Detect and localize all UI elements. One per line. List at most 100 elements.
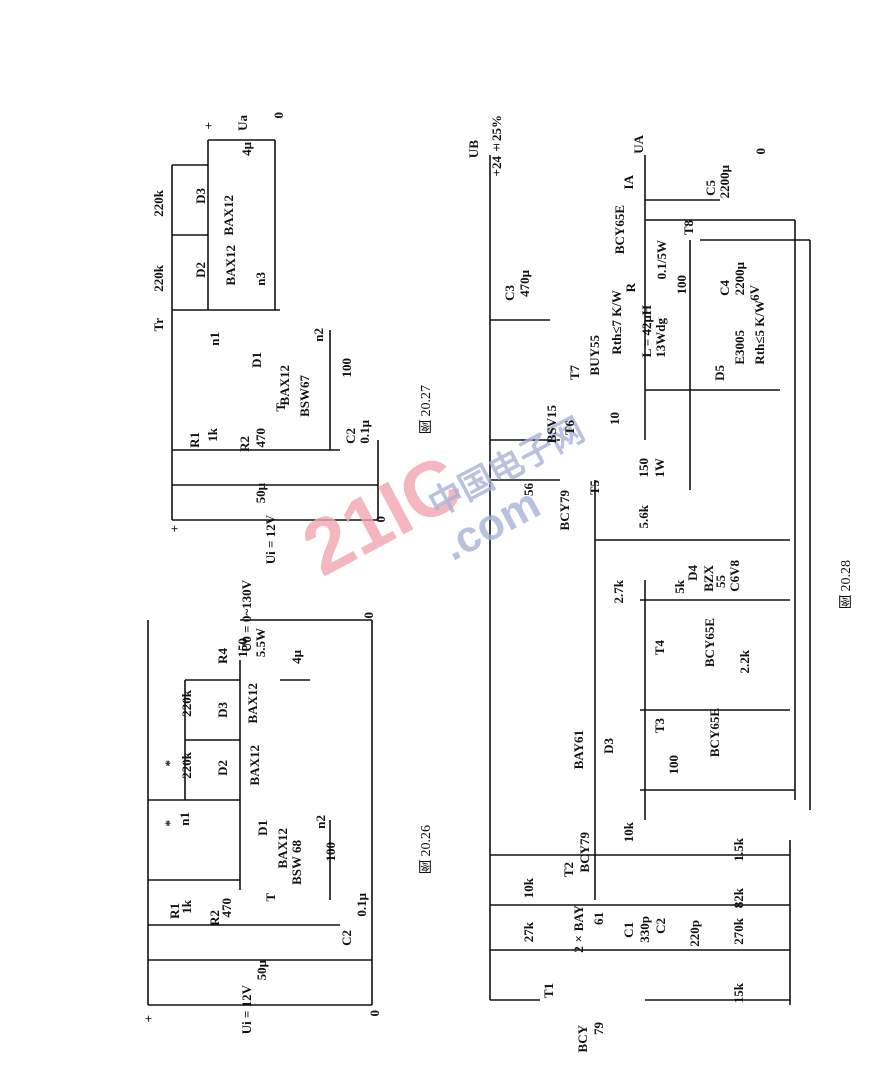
fig-20-28-component-label: 2200μ (717, 165, 732, 199)
fig-20-28-component-label: C1 (621, 922, 636, 938)
fig-20-28-component-label: D4 (685, 565, 700, 581)
fig-20-28-component-label: C4 (717, 280, 732, 296)
fig-20-27-component-label: 0 (373, 516, 388, 523)
fig-20-26-component-label: C2 (339, 930, 354, 946)
fig-20-28-component-label: BCY79 (577, 832, 592, 873)
fig-20-27-component-label: 0 (271, 112, 286, 119)
fig-20-26-component-label: + (141, 1015, 156, 1023)
fig-20-27-component-label: 100 (339, 358, 354, 378)
fig-20-26-component-label: 1k (179, 900, 194, 914)
fig-20-27-component-label: n2 (311, 328, 326, 342)
fig-20-26-component-label: 4μ (289, 650, 304, 664)
fig-20-26-component-label: T (263, 893, 278, 902)
fig-20-26-component-label: 50μ (254, 960, 269, 981)
fig-20-27-component-label: 220k (151, 190, 166, 217)
figure-caption-20-28: 图 20.28 (839, 560, 854, 609)
fig-20-26-component-label: 470 (219, 898, 234, 918)
fig-20-28-component-label: 56 (521, 483, 536, 496)
fig-20-28-component-label: T3 (652, 718, 667, 734)
fig-20-28-component-label: 2.7k (611, 580, 626, 604)
fig-20-27-component-label: Ua (235, 115, 250, 131)
fig-20-28-component-label: BCY65E (702, 618, 717, 668)
fig-20-28-component-label: 220p (687, 920, 702, 947)
fig-20-27-component-label: 0.1μ (357, 420, 372, 444)
fig-20-28-component-label: C5 (703, 180, 718, 196)
fig-20-28-component-label: R (623, 283, 638, 293)
fig-20-27-component-label: C2 (343, 428, 358, 444)
fig-20-27-component-label: D2 (193, 262, 208, 278)
fig-20-26-component-label: R4 (215, 648, 230, 664)
fig-20-26-component-label: n2 (313, 815, 328, 829)
fig-20-26-component-label: U0 = 0~130V (239, 580, 254, 652)
fig-20-28-component-label: 1.5k (731, 838, 746, 862)
fig-20-26-component-label: 220k (179, 752, 194, 779)
fig-20-28-component-label: T2 (561, 862, 576, 878)
figure-caption-20-27: 图 20.27 (419, 385, 434, 434)
fig-20-28-component-label: 5.6k (636, 505, 651, 529)
fig-20-27-component-label: BAX12 (223, 245, 238, 286)
fig-20-28-component-label: 6V (747, 285, 762, 301)
fig-20-28-component-label: L = 42μH (639, 305, 654, 358)
fig-20-27-component-label: R2 (237, 436, 252, 452)
fig-20-26-component-label: 0 (361, 612, 376, 619)
fig-20-28-component-label: Rth≤5 K/W (752, 300, 767, 365)
fig-20-28-component-label: Rth≤7 K/W (609, 290, 624, 355)
fig-20-28-component-label: 270k (731, 918, 746, 945)
fig-20-28-component-label: D3 (601, 738, 616, 754)
fig-20-27-component-label: + (167, 525, 182, 533)
fig-20-28-component-label: 100 (666, 755, 681, 775)
fig-20-28-component-label: 10 (607, 412, 622, 425)
fig-20-28-component-label: IA (621, 175, 636, 190)
fig-20-28-component-label: 2×BAY (571, 905, 586, 953)
fig-20-27-component-label: Ui = 12V (263, 515, 278, 565)
fig-20-26-component-label: BAX12 (245, 683, 260, 724)
fig-20-28-component-label: BCY65E (707, 708, 722, 758)
fig-20-27-component-label: BAX12 (221, 195, 236, 236)
fig-20-26-component-label: n1 (177, 812, 192, 826)
fig-20-27-component-label: 1k (205, 428, 220, 442)
fig-20-28-component-label: BAY61 (571, 730, 586, 770)
fig-20-28-component-label: 0 (753, 148, 768, 155)
fig-20-27-component-label: D1 (249, 352, 264, 368)
fig-20-26-component-label: BAX12 (275, 828, 290, 869)
fig-20-28-component-label: 15k (731, 983, 746, 1004)
fig-20-28-component-label: 27k (521, 922, 536, 943)
fig-20-28-component-label: BCY65E (612, 205, 627, 255)
fig-20-26-component-label: * (162, 760, 177, 767)
fig-20-28-component-label: D5 (712, 365, 727, 381)
fig-20-28-component-label: 470μ (517, 270, 532, 297)
fig-20-28-component-label: T5 (587, 480, 602, 496)
fig-20-28-component-label: BUY55 (587, 335, 602, 376)
fig-20-27-component-label: R1 (187, 432, 202, 448)
fig-20-27-component-label: 470 (253, 428, 268, 448)
fig-20-28-component-label: 1W (652, 458, 667, 478)
fig-20-26-component-label: 100 (323, 842, 338, 862)
fig-20-27-component-label: 4μ (239, 142, 254, 156)
fig-20-28-component-label: BCY79 (557, 490, 572, 531)
fig-20-27-component-label: Tr (151, 318, 166, 332)
fig-20-28-component-label: 150 (636, 458, 651, 478)
fig-20-28-component-label: 0.1/5W (654, 240, 669, 280)
fig-20-27-component-label: n3 (253, 272, 268, 286)
fig-20-28-component-label: 2.2k (737, 650, 752, 674)
fig-20-28-component-label: T8 (681, 220, 696, 236)
fig-20-28-component-label: C3 (502, 285, 517, 301)
fig-20-28-component-label: 330p (637, 916, 652, 943)
fig-20-27-component-label: + (201, 122, 216, 130)
fig-20-26-component-label: 0 (367, 1010, 382, 1017)
fig-20-26-component-label: 0.1μ (354, 893, 369, 917)
fig-20-28-component-label: 10k (621, 822, 636, 843)
fig-20-27-wiring (171, 139, 379, 521)
fig-20-28-component-label: T6 (562, 420, 577, 436)
fig-20-28-component-label: 82k (731, 888, 746, 909)
fig-20-28-component-label: 10k (521, 878, 536, 899)
fig-20-28-component-label: 13Wdg (653, 318, 668, 358)
fig-20-26-component-label: D3 (215, 702, 230, 718)
fig-20-27-component-label: BAX12 (277, 365, 292, 406)
fig-20-26-component-label: 5.5W (253, 628, 268, 658)
fig-20-28-component-label: E3005 (732, 330, 747, 365)
fig-20-28-wiring (489, 155, 811, 1005)
fig-20-28-component-label: C2 (653, 918, 668, 934)
fig-20-26-wiring (147, 619, 373, 1006)
fig-20-28-component-label: UB (466, 140, 481, 159)
